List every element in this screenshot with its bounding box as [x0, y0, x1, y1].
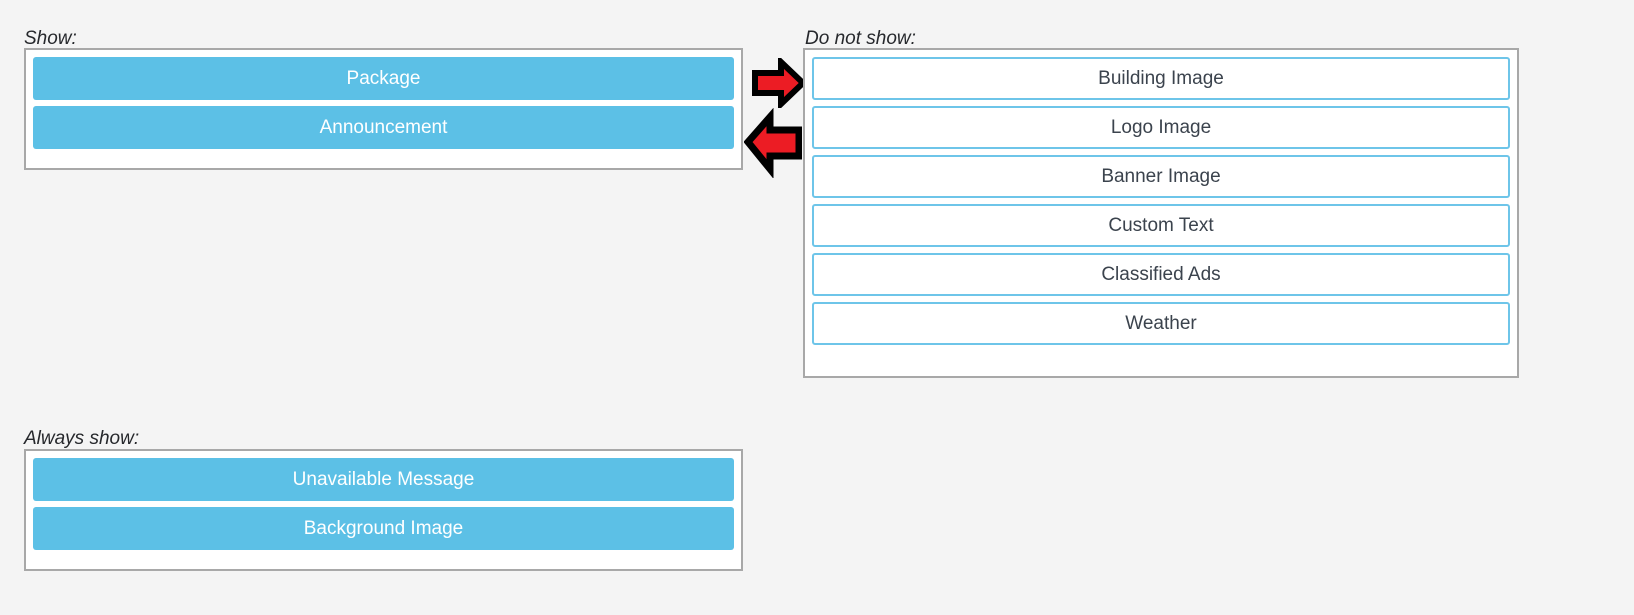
- arrow-left-shape: [744, 108, 802, 178]
- always-show-panel: Unavailable Message Background Image: [24, 449, 743, 571]
- do-not-show-item-building-image[interactable]: Building Image: [812, 57, 1510, 100]
- do-not-show-item-logo-image[interactable]: Logo Image: [812, 106, 1510, 149]
- always-show-item-background-image[interactable]: Background Image: [33, 507, 734, 550]
- do-not-show-item-label: Custom Text: [1108, 214, 1214, 236]
- do-not-show-item-label: Banner Image: [1101, 165, 1221, 187]
- do-not-show-item-label: Building Image: [1098, 67, 1224, 89]
- arrow-right-shape: [752, 58, 806, 108]
- do-not-show-item-label: Weather: [1125, 312, 1197, 334]
- do-not-show-panel-label: Do not show:: [805, 28, 916, 49]
- do-not-show-item-label: Classified Ads: [1101, 263, 1221, 285]
- do-not-show-item-label: Logo Image: [1110, 116, 1212, 138]
- arrow-left-icon[interactable]: [744, 108, 802, 178]
- show-item-label: Announcement: [319, 116, 448, 138]
- always-show-item-unavailable-message[interactable]: Unavailable Message: [33, 458, 734, 501]
- show-item-label: Package: [346, 67, 421, 89]
- do-not-show-panel: Building Image Logo Image Banner Image C…: [803, 48, 1519, 378]
- arrow-right-icon[interactable]: [752, 58, 806, 108]
- always-show-panel-label: Always show:: [24, 428, 140, 449]
- always-show-item-label: Background Image: [303, 517, 464, 539]
- do-not-show-item-banner-image[interactable]: Banner Image: [812, 155, 1510, 198]
- show-item-announcement[interactable]: Announcement: [33, 106, 734, 149]
- do-not-show-item-custom-text[interactable]: Custom Text: [812, 204, 1510, 247]
- show-panel-label: Show:: [24, 28, 77, 49]
- always-show-item-label: Unavailable Message: [292, 468, 475, 490]
- show-item-package[interactable]: Package: [33, 57, 734, 100]
- do-not-show-item-weather[interactable]: Weather: [812, 302, 1510, 345]
- show-panel: Package Announcement: [24, 48, 743, 170]
- do-not-show-item-classified-ads[interactable]: Classified Ads: [812, 253, 1510, 296]
